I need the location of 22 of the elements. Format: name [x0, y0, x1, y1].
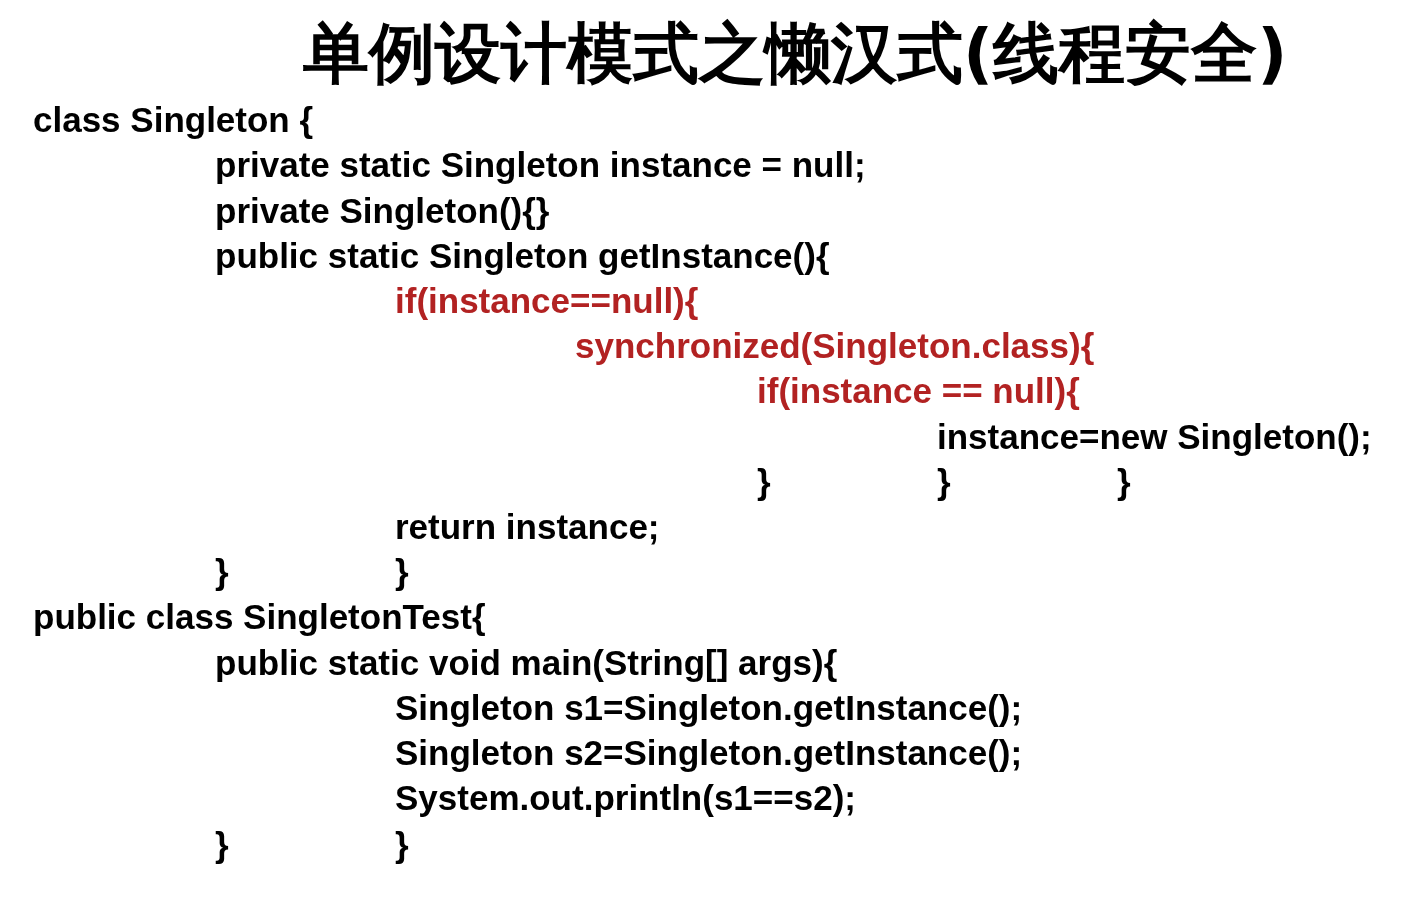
- code-line: class Singleton {: [33, 100, 314, 140]
- code-line: if(instance==null){: [395, 281, 699, 321]
- closing-brace: }: [937, 462, 951, 502]
- code-line: return instance;: [395, 507, 660, 547]
- code-line: private static Singleton instance = null;: [215, 145, 866, 185]
- closing-brace: }: [215, 825, 229, 865]
- code-line: private Singleton(){}: [215, 191, 550, 231]
- code-line: public static Singleton getInstance(){: [215, 236, 830, 276]
- code-line: Singleton s1=Singleton.getInstance();: [395, 688, 1023, 728]
- code-line: synchronized(Singleton.class){: [575, 326, 1095, 366]
- code-line: instance=new Singleton();: [937, 417, 1372, 457]
- slide-title: 单例设计模式之懒汉式(线程安全): [303, 14, 1288, 94]
- code-line: Singleton s2=Singleton.getInstance();: [395, 733, 1023, 773]
- closing-brace: }: [395, 825, 409, 865]
- closing-brace: }: [757, 462, 771, 502]
- code-line: if(instance == null){: [757, 371, 1080, 411]
- closing-brace: }: [395, 552, 409, 592]
- closing-brace: }: [215, 552, 229, 592]
- closing-brace: }: [1117, 462, 1131, 502]
- code-line: public static void main(String[] args){: [215, 643, 838, 683]
- code-line: System.out.println(s1==s2);: [395, 778, 856, 818]
- code-line: public class SingletonTest{: [33, 597, 486, 637]
